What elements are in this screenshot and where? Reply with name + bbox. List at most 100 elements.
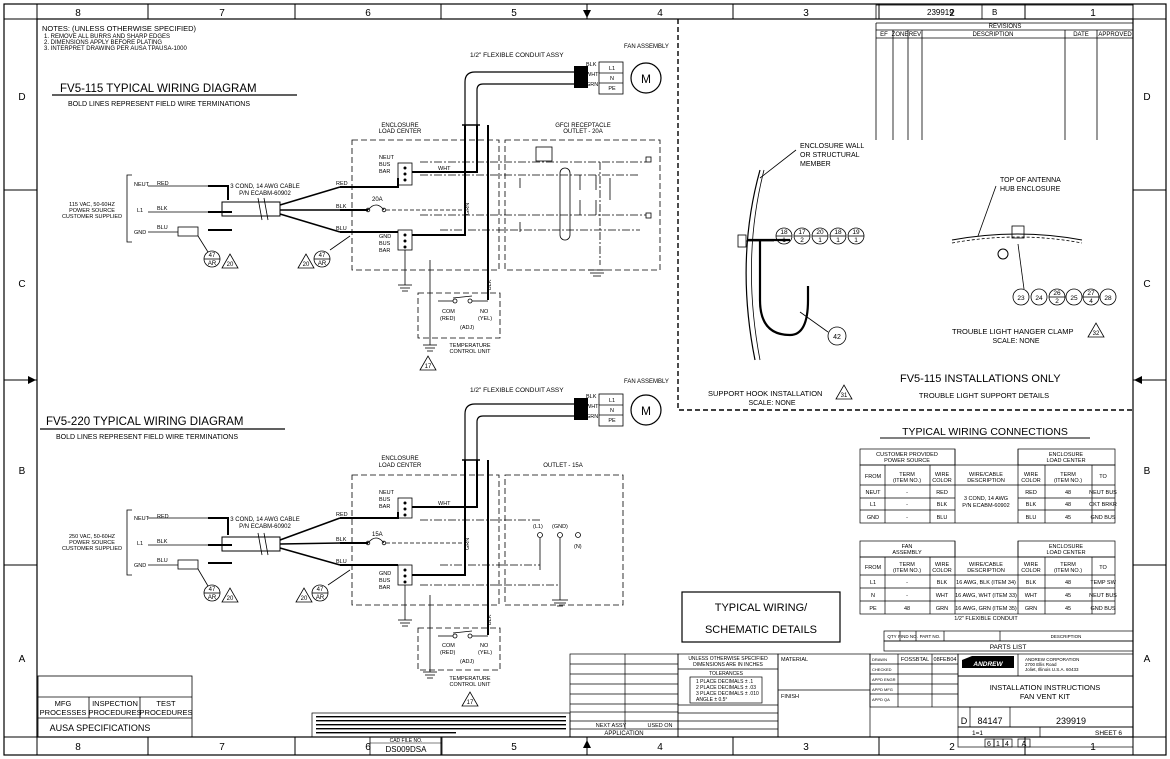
clamp-balloon-28: 28 [1104, 295, 1112, 302]
t2-cell-0-3: 16 AWG, BLK (ITEM 34) [956, 580, 1016, 586]
tol-4: ANGLE ± 0.5° [696, 697, 727, 703]
fv5-220-breaker-label: 15A [372, 532, 383, 538]
fv5-115-tri-17: 17 [425, 364, 432, 370]
sign-mfg: APPD MFG [872, 687, 893, 692]
page-1: 6 [987, 741, 991, 748]
fv5-115-breaker-label: 20A [372, 197, 383, 203]
zone-right-c: C [1143, 279, 1150, 290]
fv5-115-gnd-bus-3: BAR [379, 248, 390, 254]
fv5-220-line-l1: L1 [137, 541, 143, 547]
t1-desc-1: 3 COND, 14 AWG [964, 496, 1008, 502]
note-1: 1. REMOVE ALL BURRS AND SHARP EDGES [44, 34, 170, 40]
fv5-115-neut-bus-3: BAR [379, 169, 390, 175]
fv5-220-pin-gnd: (GND) [552, 524, 568, 530]
clamp-scale: SCALE: NONE [992, 338, 1039, 345]
t2-col-term-b-2: (ITEM NO.) [1054, 568, 1082, 574]
fv5-115-title: FV5-115 TYPICAL WIRING DIAGRAM [60, 83, 257, 95]
fv5-115-motor-label: M [641, 72, 651, 86]
fv5-220-fan-tag-pe: PE [608, 418, 616, 424]
fv5-220-tcu-1: TEMPERATURE [449, 676, 490, 682]
zone-bottom-6: 6 [365, 742, 371, 753]
fv5-220-no-1: NO [480, 643, 489, 649]
t2-extra: 1/2" FLEXIBLE CONDUIT [954, 616, 1018, 622]
t2-col-wire: WIRE [935, 562, 950, 568]
fv5-115-gnd-bus-1: GND [379, 234, 391, 240]
t2-col-desc: WIRE/CABLE [969, 562, 1003, 568]
t1-cell-1-5: CKT BRKR [1089, 502, 1117, 508]
rev-col-approved: APPROVED [1098, 32, 1132, 38]
fv5-115-wire-blk-2: BLK [336, 204, 347, 210]
zone-right-b: B [1144, 466, 1151, 477]
drawn-date: 08FEB04 [934, 657, 957, 663]
top-drawing-number: 239919 [927, 8, 954, 17]
ausa-specifications: AUSA SPECIFICATIONS [50, 723, 151, 733]
fv5-115-fan-label: FAN ASSEMBLY [624, 44, 669, 50]
clamp-balloon-24: 24 [1035, 295, 1043, 302]
fv5-220-tri-17: 17 [467, 700, 474, 706]
fv5-115-com-2: (RED) [440, 316, 455, 322]
fv5-115-fan-term-blk: BLK [586, 62, 597, 68]
fv5-220-ground-icons [398, 599, 568, 679]
fv5-220-wht-label: WHT [438, 501, 451, 507]
fv5-220-wire-blk-2: BLK [336, 537, 347, 543]
revisions-title: REVISIONS [989, 24, 1022, 30]
hook-balloon-2-qty: 2 [800, 237, 804, 244]
t2-cell-1-0: N [871, 593, 875, 599]
specifications-box: MFG PROCESSES INSPECTION PROCEDURES TEST… [37, 675, 192, 738]
zone-bottom-5: 5 [511, 742, 517, 753]
t2-cell-1-6: NEUT BUS [1089, 593, 1117, 599]
next-assy: NEXT ASSY [596, 723, 627, 729]
zone-left-c: C [18, 279, 25, 290]
fv5-220-line-neut: NEUT [134, 516, 150, 522]
fv5-115-diagram: FV5-115 TYPICAL WIRING DIAGRAM BOLD LINE… [52, 44, 669, 371]
t1-desc-2: P/N ECABM-60902 [962, 503, 1009, 509]
fv5-220-fan-term-blk: BLK [586, 394, 597, 400]
svg-text:ANDREW: ANDREW [972, 661, 1003, 668]
hook-title: SUPPORT HOOK INSTALLATION [708, 389, 822, 398]
fv5-220-fan-tag-n: N [610, 408, 614, 414]
fv5-220-wire-blu-2: BLU [336, 559, 347, 565]
fv5-115-com-1: COM [442, 309, 455, 315]
wall-label-2: OR STRUCTURAL [800, 152, 860, 159]
zone-bottom-8: 8 [75, 742, 81, 753]
wall-label-3: MEMBER [800, 161, 831, 168]
fv5-220-conduit-label: 1/2" FLEXIBLE CONDUIT ASSY [470, 387, 564, 394]
size: D [961, 716, 968, 726]
t2-cell-0-5: 48 [1065, 580, 1071, 586]
fv5-220-pin-l1: (L1) [533, 524, 543, 530]
fv5-115-balloon-ar-a: AR [208, 261, 217, 267]
t2-col-wire-2: COLOR [932, 568, 952, 574]
zone-top-8: 8 [75, 8, 81, 19]
t1-cell-1-0: L1 [870, 502, 876, 508]
clamp-balloon-27-qty: 4 [1089, 298, 1093, 305]
t2-col-term-2: (ITEM NO.) [893, 568, 921, 574]
zone-left-b: B [19, 466, 26, 477]
zone-bottom-3: 3 [803, 742, 809, 753]
fv5-115-fan-term-wht: WHT [586, 72, 599, 78]
zone-left-a: A [19, 654, 26, 665]
company-1: ANDREW CORPORATION [1025, 657, 1079, 662]
t1-cell-1-3: BLK [1026, 502, 1037, 508]
t2-col-from: FROM [865, 565, 882, 571]
note-2: 2. DIMENSIONS APPLY BEFORE PLATING [44, 40, 162, 46]
title-line-2: FAN VENT KIT [1020, 692, 1071, 701]
zone-labels: 8 7 6 5 4 3 2 1 8 7 6 5 4 3 2 1 D C B A … [18, 8, 1150, 753]
revision-block [875, 4, 1134, 140]
fv5-220-wire-red-2: RED [336, 512, 348, 518]
t1-col-wire-2: COLOR [932, 478, 952, 484]
fv5-220-tri-20a: 20 [227, 596, 234, 602]
hook-balloon-1-qty: 1 [782, 237, 786, 244]
fv5-220-fan-term-grn: GRN [586, 414, 598, 420]
company-3: Joliet, Illinois U.S.A. 60433 [1025, 667, 1079, 672]
fv5-115-gfci-2: OUTLET - 20A [563, 129, 603, 135]
fv5-220-outlet: OUTLET - 15A [543, 463, 583, 469]
hook-balloon-3: 20 [816, 229, 824, 236]
hook-balloon-2: 17 [798, 229, 806, 236]
zone-bottom-4: 4 [657, 742, 663, 753]
page-2: 1 [996, 741, 1000, 748]
t1-cell-0-3: RED [1025, 490, 1037, 496]
fv5-115-balloon-47b: 47 [319, 253, 326, 259]
fv5-220-title: FV5-220 TYPICAL WIRING DIAGRAM [46, 416, 243, 428]
t2-cell-2-4: GRN [1025, 606, 1037, 612]
